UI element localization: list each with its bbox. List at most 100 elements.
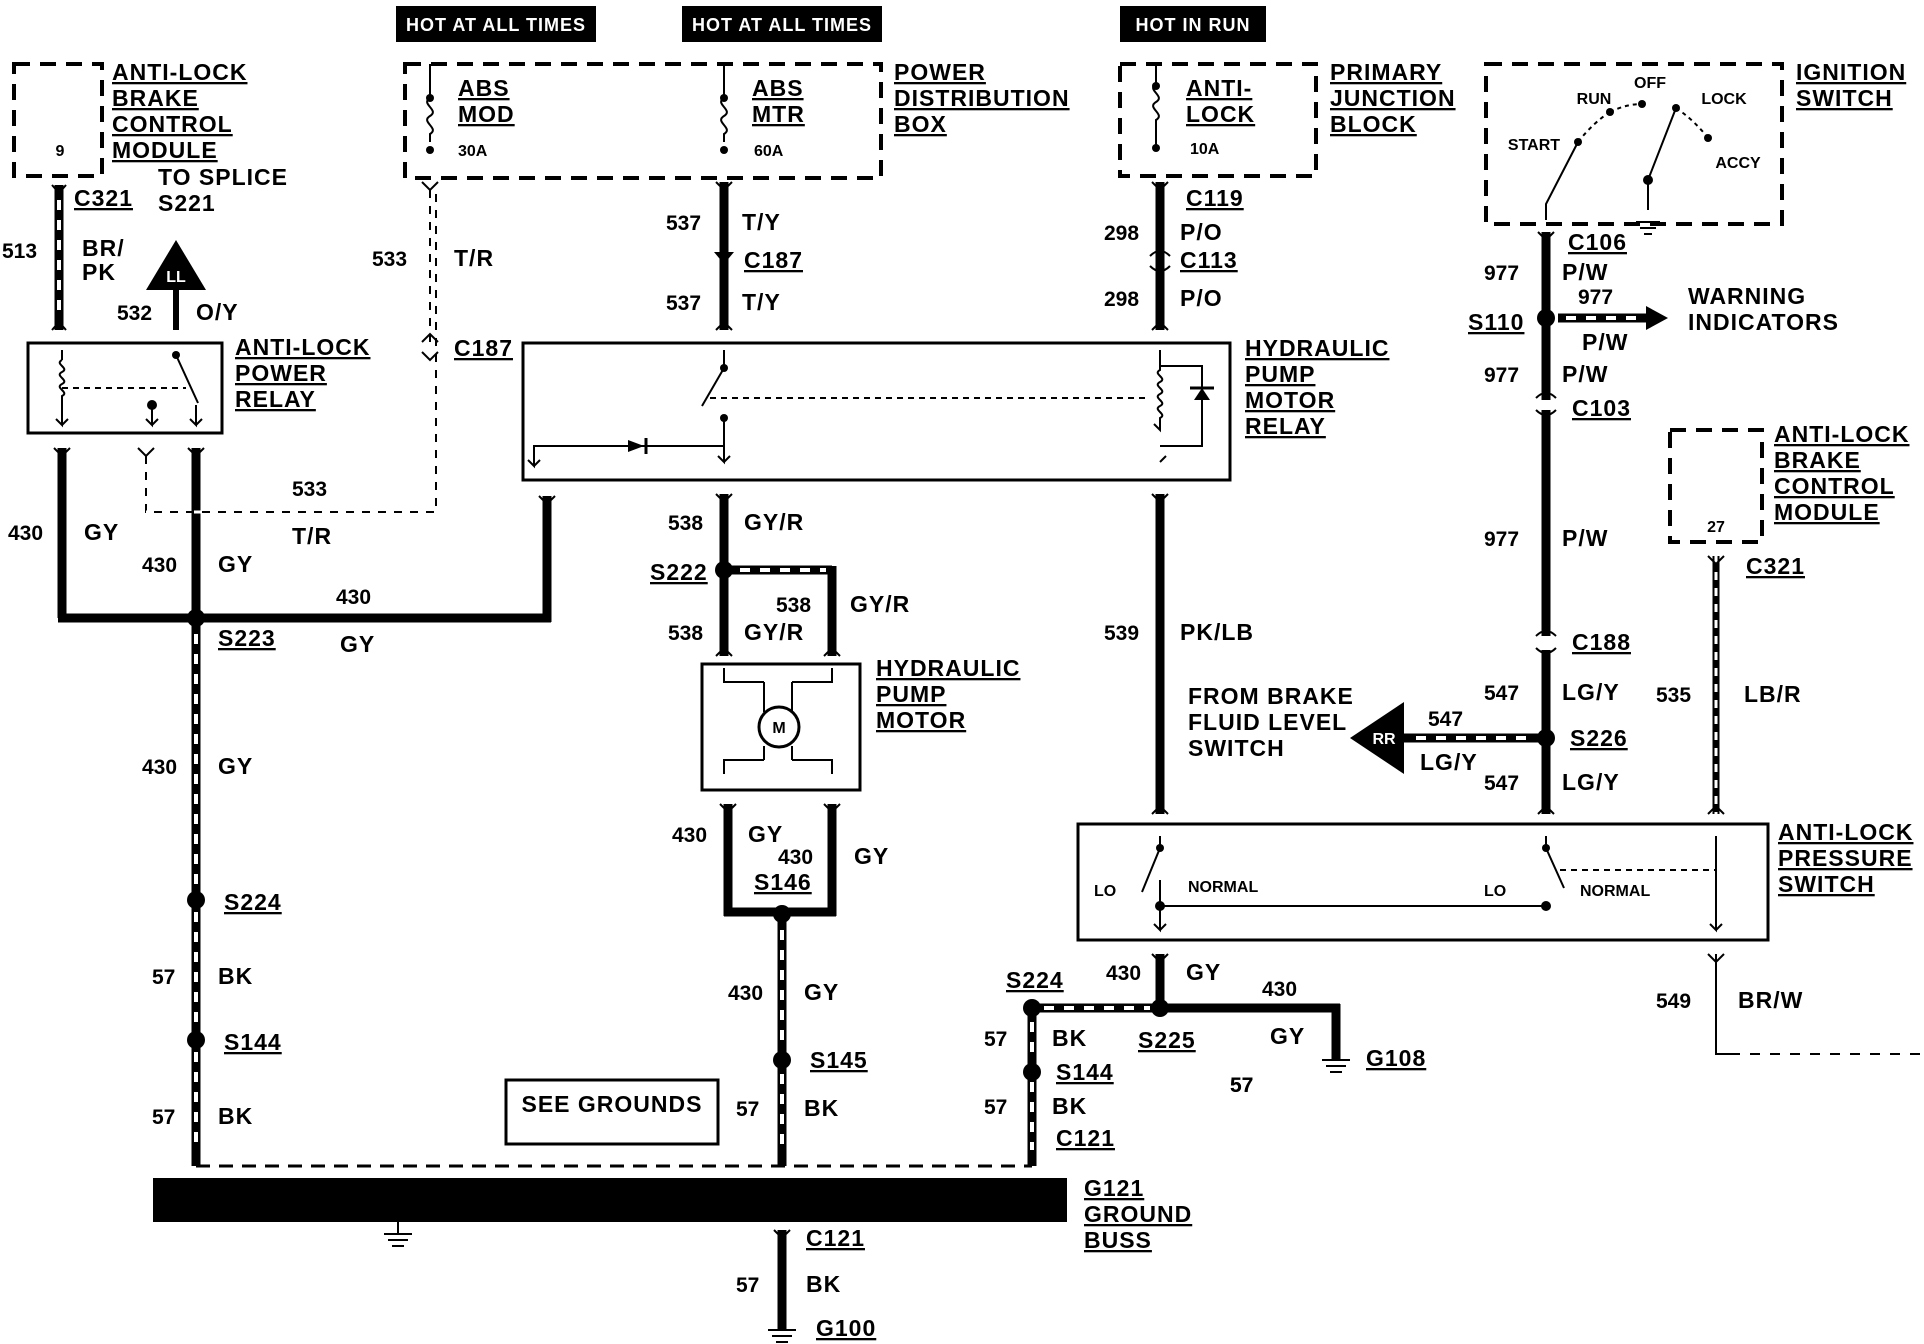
svg-text:ACCY: ACCY (1715, 155, 1761, 172)
svg-text:9: 9 (56, 143, 65, 160)
warning-label-2: INDICATORS (1688, 309, 1839, 335)
wire-430-f-number: 430 (728, 982, 763, 1005)
svg-text:NORMAL: NORMAL (1580, 883, 1650, 900)
pdb-label-1: POWER (894, 59, 986, 85)
wire-977-b-number: 977 (1578, 286, 1613, 309)
wire-977-b-color: P/W (1582, 329, 1628, 355)
abs-mod-fuse-label-1: ABS (458, 75, 510, 101)
wire-977-c-color: P/W (1562, 361, 1608, 387)
connector-c113: C113 (1180, 247, 1238, 273)
wire-430-d-color: GY (748, 821, 783, 847)
ground-buss-label-1: G121 (1084, 1175, 1144, 1201)
wire-57-g-number: 57 (1230, 1074, 1253, 1097)
motor-symbol: M (772, 720, 785, 737)
abs-mod-fuse-label-2: MOD (458, 101, 515, 127)
wire-430-i-number: 430 (1262, 978, 1297, 1001)
wire-430-pressure-out (1023, 953, 1350, 1166)
svg-text:LO: LO (1094, 883, 1116, 900)
svg-text:HOT AT ALL TIMES: HOT AT ALL TIMES (692, 15, 872, 35)
connector-s110: S110 (1468, 309, 1524, 335)
wire-532-color: O/Y (196, 299, 239, 325)
wire-57-e-number: 57 (984, 1096, 1007, 1119)
ignition-switch (1484, 62, 1784, 235)
wire-513 (51, 184, 67, 331)
wire-57-a-number: 57 (152, 966, 175, 989)
wire-547-c-number: 547 (1484, 772, 1519, 795)
power-relay-label-2: POWER (235, 360, 327, 386)
abcm-right-label-3: CONTROL (1774, 473, 1895, 499)
antilock-fuse-label-2: LOCK (1186, 101, 1255, 127)
wire-538-a-color: GY/R (744, 509, 804, 535)
wire-977-a-number: 977 (1484, 262, 1519, 285)
wire-430-left-loop (53, 447, 556, 623)
wire-513-color-2: PK (82, 259, 116, 285)
svg-text:ANTI-LOCK: ANTI-LOCK (112, 59, 247, 85)
pdb-label-2: DISTRIBUTION (894, 85, 1070, 111)
ignition-label-1: IGNITION (1796, 59, 1906, 85)
ignition-positions: RUN OFF LOCK START ACCY (1508, 75, 1761, 172)
fluid-switch-label-1: FROM BRAKE (1188, 683, 1354, 709)
g100-ground (768, 1229, 796, 1343)
hydraulic-pump-motor-relay (521, 341, 1232, 482)
wire-537-a-number: 537 (666, 212, 701, 235)
hot-in-run-tag: HOT IN RUN (1120, 6, 1266, 42)
connector-s226: S226 (1570, 725, 1628, 751)
abs-mtr-fuse-amp: 60A (754, 143, 784, 160)
pump-motor-label-3: MOTOR (876, 707, 966, 733)
wire-57-f-number: 57 (1230, 1074, 1253, 1097)
power-relay-label-3: RELAY (235, 386, 316, 412)
svg-text:TO SPLICE: TO SPLICE (158, 164, 288, 190)
wire-538 (715, 493, 841, 657)
svg-text:MODULE: MODULE (112, 137, 218, 163)
abcm-top-module: 9 ANTI-LOCK BRAKE CONTROL MODULE (12, 59, 247, 178)
wire-537-a-color: T/Y (742, 209, 781, 235)
wire-430-e-number: 430 (778, 846, 813, 869)
pressure-switch-positions: LO NORMAL LO NORMAL (1094, 879, 1650, 900)
wire-537-b-color: T/Y (742, 289, 781, 315)
pressure-switch-label-1: ANTI-LOCK (1778, 819, 1913, 845)
connector-s144-b: S144 (1056, 1059, 1114, 1085)
wire-533-a-number: 533 (372, 248, 407, 271)
abcm-right-module: 27 (1668, 428, 1764, 544)
ground-buss-label-2: GROUND (1084, 1201, 1192, 1227)
wire-430-h-color: GY (1186, 959, 1221, 985)
abs-mod-fuse-amp: 30A (458, 143, 488, 160)
wire-549 (1707, 953, 1920, 1056)
pjb-label-2: JUNCTION (1330, 85, 1456, 111)
pump-relay-label-1: HYDRAULIC (1245, 335, 1389, 361)
wire-513-number: 513 (2, 240, 37, 263)
wire-motor-ground (773, 914, 791, 1166)
connector-c103: C103 (1572, 395, 1631, 421)
svg-text:S221: S221 (158, 190, 216, 216)
connector-c106: C106 (1568, 229, 1627, 255)
wire-538-c-number: 538 (776, 594, 811, 617)
wire-533-b-number: 533 (292, 478, 327, 501)
power-relay-label-1: ANTI-LOCK (235, 334, 370, 360)
wire-549-color: BR/W (1738, 987, 1803, 1013)
wire-430-h-number: 430 (1106, 962, 1141, 985)
ignition-label-2: SWITCH (1796, 85, 1893, 111)
pressure-switch-label-2: PRESSURE (1778, 845, 1913, 871)
pdb-label-3: BOX (894, 111, 947, 137)
wire-430-relay-to-s223 (187, 447, 205, 618)
wire-430-motor-loop (719, 803, 841, 923)
abs-mtr-fuse-label-2: MTR (752, 101, 805, 127)
wire-533-a-color: T/R (454, 245, 494, 271)
see-grounds-note: SEE GROUNDS (504, 1078, 720, 1146)
wire-539 (1151, 493, 1169, 815)
wire-430-a-color: GY (84, 519, 119, 545)
hot-at-all-times-tag-1: HOT AT ALL TIMES (396, 6, 596, 42)
wire-535 (1707, 555, 1725, 815)
svg-text:RR: RR (1372, 731, 1396, 748)
wire-547-b-color: LG/Y (1420, 749, 1478, 775)
to-splice-label: TO SPLICE S221 (158, 164, 288, 216)
pump-relay-label-4: RELAY (1245, 413, 1326, 439)
connector-s223: S223 (218, 625, 276, 651)
wire-535-number: 535 (1656, 684, 1691, 707)
wire-549-number: 549 (1656, 990, 1691, 1013)
connector-s146: S146 (754, 869, 812, 895)
wire-430-d-number: 430 (672, 824, 707, 847)
wire-430-c-color: GY (340, 631, 375, 657)
pump-relay-label-2: PUMP (1245, 361, 1315, 387)
